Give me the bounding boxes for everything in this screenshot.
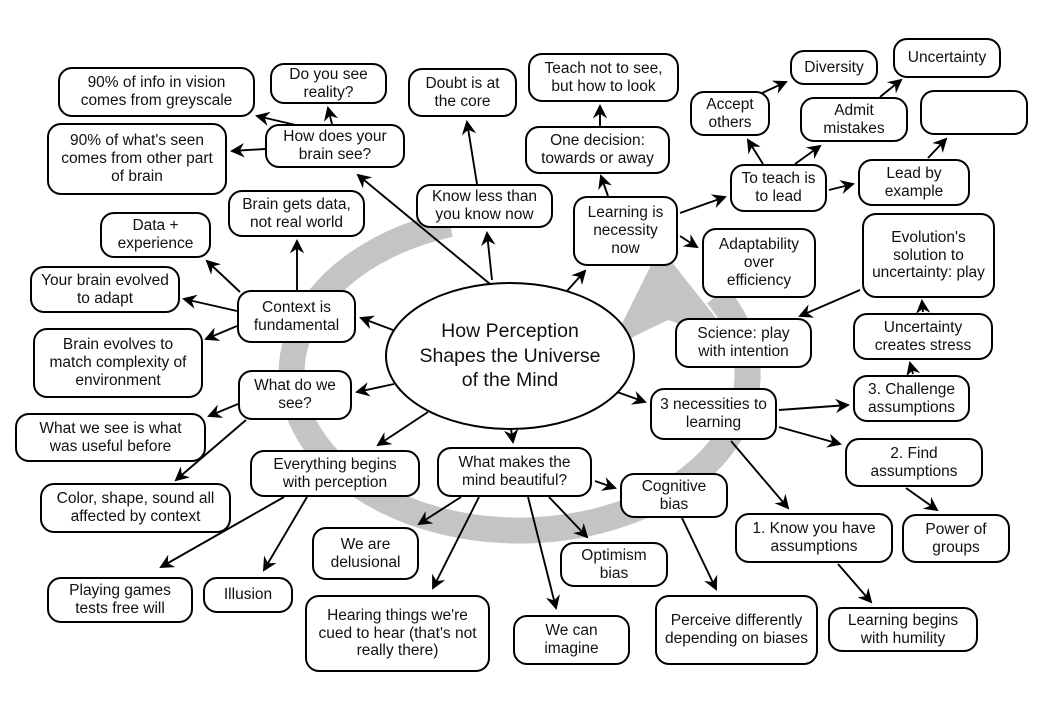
node-imagine[interactable]: We can imagine	[513, 615, 630, 665]
connector-arrow	[905, 487, 939, 512]
connector-arrow	[262, 496, 308, 572]
connector-arrow	[730, 440, 790, 510]
node-empty[interactable]	[920, 90, 1028, 135]
connector-arrow	[205, 259, 241, 293]
node-adaptability[interactable]: Adaptability over efficiency	[702, 228, 816, 298]
connector-arrow	[565, 269, 587, 293]
node-everything-perception[interactable]: Everything begins with perception	[250, 450, 420, 497]
node-diversity[interactable]: Diversity	[790, 50, 878, 85]
node-playing-games[interactable]: Playing games tests free will	[47, 577, 193, 623]
node-learning-necessity[interactable]: Learning is necessity now	[573, 196, 678, 266]
node-accept-others[interactable]: Accept others	[690, 91, 770, 136]
connector-arrow	[598, 174, 612, 197]
node-color-context[interactable]: Color, shape, sound all affected by cont…	[40, 483, 231, 533]
node-admit-mistakes[interactable]: Admit mistakes	[800, 97, 908, 142]
node-vision-greyscale[interactable]: 90% of info in vision comes from greysca…	[58, 67, 255, 117]
connector-arrow	[503, 428, 519, 444]
connector-arrow	[828, 180, 855, 195]
connector-arrow	[159, 496, 285, 568]
connector-arrow	[174, 419, 247, 482]
connector-arrow	[355, 382, 395, 397]
connector-arrow	[616, 391, 647, 405]
node-data-experience[interactable]: Data + experience	[100, 212, 211, 258]
node-one-decision[interactable]: One decision: towards or away	[525, 126, 670, 174]
node-teach-lead[interactable]: To teach is to lead	[730, 164, 827, 212]
connector-arrow	[417, 496, 462, 526]
node-seen-other-brain[interactable]: 90% of what's seen comes from other part…	[47, 123, 227, 195]
node-evolution-play[interactable]: Evolution's solution to uncertainty: pla…	[862, 213, 995, 298]
node-doubt-core[interactable]: Doubt is at the core	[408, 68, 517, 117]
connector-arrow	[594, 477, 617, 491]
connector-arrow	[376, 411, 429, 447]
node-what-see[interactable]: What do we see?	[238, 370, 352, 420]
node-know-assumptions[interactable]: 1. Know you have assumptions	[735, 513, 893, 563]
connector-arrow	[681, 517, 718, 591]
connector-arrow	[778, 426, 842, 448]
node-brain-data[interactable]: Brain gets data, not real world	[228, 190, 365, 237]
node-humility[interactable]: Learning begins with humility	[828, 607, 978, 652]
connector-arrow	[481, 230, 496, 281]
node-delusional[interactable]: We are delusional	[312, 527, 419, 580]
connector-arrow	[324, 106, 339, 125]
central-topic-node[interactable]: How Perception Shapes the Universe of th…	[385, 282, 635, 430]
node-illusion[interactable]: Illusion	[203, 577, 293, 613]
node-know-less[interactable]: Know less than you know now	[416, 184, 553, 228]
connector-arrow	[548, 496, 589, 539]
connector-arrow	[798, 289, 861, 318]
connector-arrow	[461, 120, 478, 185]
node-uncertainty-stress[interactable]: Uncertainty creates stress	[853, 313, 993, 360]
node-context-fundamental[interactable]: Context is fundamental	[237, 290, 356, 343]
node-power-groups[interactable]: Power of groups	[902, 514, 1010, 563]
connector-arrow	[746, 138, 764, 165]
node-perceive-biases[interactable]: Perceive differently depending on biases	[655, 595, 818, 665]
connector-arrow	[879, 78, 903, 98]
connector-arrow	[679, 234, 699, 249]
node-challenge-assumptions[interactable]: 3. Challenge assumptions	[853, 375, 970, 422]
connector-arrows	[159, 78, 948, 610]
node-brain-see[interactable]: How does your brain see?	[265, 124, 405, 168]
node-brain-adapt[interactable]: Your brain evolved to adapt	[30, 266, 180, 313]
node-three-necessities[interactable]: 3 necessities to learning	[650, 388, 777, 440]
connector-arrow	[761, 80, 788, 94]
connector-arrow	[207, 403, 239, 418]
connector-arrow	[359, 315, 394, 331]
connector-arrow	[778, 398, 851, 414]
connector-arrow	[915, 298, 931, 315]
connector-arrow	[182, 294, 238, 312]
connector-arrow	[432, 496, 480, 590]
node-science-play[interactable]: Science: play with intention	[675, 318, 812, 368]
connector-arrow	[927, 137, 948, 159]
node-see-reality[interactable]: Do you see reality?	[270, 63, 387, 104]
connector-arrow	[837, 563, 873, 604]
connector-arrow	[204, 325, 238, 341]
node-hearing-things[interactable]: Hearing things we're cued to hear (that'…	[305, 595, 490, 672]
node-uncertainty[interactable]: Uncertainty	[893, 38, 1001, 78]
connector-arrow	[906, 361, 921, 377]
node-useful-before[interactable]: What we see is what was useful before	[15, 413, 206, 462]
connector-arrow	[527, 496, 560, 610]
node-teach-look[interactable]: Teach not to see, but how to look	[528, 53, 679, 102]
node-optimism-bias[interactable]: Optimism bias	[560, 542, 668, 587]
connector-arrow	[356, 173, 491, 285]
node-mind-beautiful[interactable]: What makes the mind beautiful?	[437, 447, 592, 497]
node-find-assumptions[interactable]: 2. Find assumptions	[845, 438, 983, 487]
node-cognitive-bias[interactable]: Cognitive bias	[620, 473, 728, 518]
connector-arrow	[679, 194, 727, 214]
connector-arrow	[229, 143, 266, 158]
connector-arrow	[794, 144, 822, 165]
node-brain-complexity[interactable]: Brain evolves to match complexity of env…	[33, 328, 203, 398]
node-lead-example[interactable]: Lead by example	[858, 159, 970, 206]
